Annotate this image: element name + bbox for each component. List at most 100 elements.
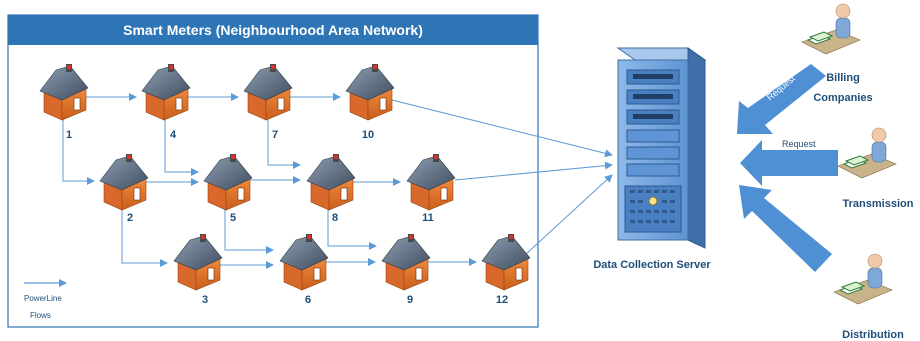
house-roof — [203, 155, 253, 191]
house-door — [415, 267, 423, 281]
legend-line1: PowerLine — [24, 294, 62, 303]
house-roof — [173, 235, 223, 271]
house-door — [277, 97, 285, 111]
panel-border — [7, 14, 539, 328]
server-vent — [654, 220, 659, 223]
flow-line — [267, 118, 301, 169]
house-roof — [141, 65, 191, 101]
paper-stack — [808, 31, 834, 42]
desk — [801, 29, 861, 55]
transmission-label: Transmission — [843, 198, 914, 210]
house-door — [133, 187, 141, 201]
meter-label: 2 — [127, 212, 133, 224]
meter-indicator-icon — [434, 155, 438, 159]
server-vent — [638, 200, 643, 203]
meter-label: 11 — [422, 212, 434, 224]
meter-indicator-icon — [169, 65, 173, 69]
legend: PowerLine Flows — [24, 279, 67, 320]
smart-meter-house-9 — [381, 234, 431, 291]
server-bay — [626, 163, 680, 177]
house-door — [313, 267, 321, 281]
request-arrows: Request Request Request — [737, 64, 838, 272]
house-door — [440, 187, 448, 201]
smart-meter-house-10 — [345, 64, 395, 121]
flow-line — [454, 161, 613, 181]
house-roof — [99, 155, 149, 191]
smart-meter-house-5 — [203, 154, 253, 211]
meter-label: 7 — [272, 129, 278, 141]
meter-label: 4 — [170, 129, 177, 141]
smart-meter-house-2 — [99, 154, 149, 211]
panel-title: Smart Meters (Neighbourhood Area Network… — [123, 22, 423, 38]
meter-indicator-icon — [271, 65, 275, 69]
server-slot — [633, 74, 673, 79]
distribution-label: Distribution — [842, 329, 904, 341]
server-vent — [662, 220, 667, 223]
meter-network-panel: Smart Meters (Neighbourhood Area Network… — [7, 14, 539, 328]
server-side — [687, 47, 706, 249]
distribution-request-arrow — [739, 185, 832, 272]
house-roof — [381, 235, 431, 271]
meter-indicator-icon — [409, 235, 413, 239]
smart-meter-house-1 — [39, 64, 89, 121]
server-vent — [630, 220, 635, 223]
data-collection-server: Data Collection Server — [593, 47, 711, 271]
smart-meter-house-6 — [279, 234, 329, 291]
paper-stack — [840, 281, 866, 292]
smart-meter-house-11 — [406, 154, 456, 211]
smart-meter-house-12 — [481, 234, 531, 291]
server-vent — [662, 200, 667, 203]
server-vent — [670, 190, 675, 193]
person-head — [871, 127, 887, 143]
house-roof — [39, 65, 89, 101]
server-slot — [633, 94, 673, 99]
meter-indicator-icon — [373, 65, 377, 69]
flow-line — [391, 99, 613, 158]
house-door — [237, 187, 245, 201]
server-label: Data Collection Server — [593, 259, 711, 271]
smart-meter-house-3 — [173, 234, 223, 291]
person-head — [835, 3, 851, 19]
house-door — [175, 97, 183, 111]
billing-label-line1: Billing — [826, 72, 860, 84]
flow-line — [327, 205, 377, 250]
house-door — [207, 267, 215, 281]
server-vent — [670, 210, 675, 213]
request-arrow-transmission: Request — [740, 139, 838, 186]
person-body — [867, 267, 883, 289]
server-vent — [646, 190, 651, 193]
server-vent — [646, 210, 651, 213]
server-vents — [630, 190, 675, 223]
meter-indicator-icon — [509, 235, 513, 239]
legend-line2: Flows — [30, 311, 51, 320]
meter-label: 3 — [202, 294, 208, 306]
transmission-person-icon — [837, 127, 897, 179]
desk — [833, 279, 893, 305]
meter-label: 8 — [332, 212, 338, 224]
server-bay — [626, 146, 680, 160]
server-bay — [626, 129, 680, 143]
house-roof — [279, 235, 329, 271]
house-roof — [406, 155, 456, 191]
server-vent — [662, 190, 667, 193]
house-roof — [306, 155, 356, 191]
server-vent — [662, 210, 667, 213]
panel-header — [8, 15, 538, 45]
server-vent — [630, 210, 635, 213]
server-vent — [654, 210, 659, 213]
house-door — [379, 97, 387, 111]
flow-line — [224, 205, 274, 254]
meter-label: 10 — [362, 129, 374, 141]
distribution-person-icon — [833, 253, 893, 305]
request-arrow-distribution: Request — [739, 185, 832, 272]
meter-label: 6 — [305, 294, 311, 306]
request-arrow-billing: Request — [737, 64, 826, 134]
flow-line — [524, 174, 613, 256]
server-vent-panel — [624, 185, 682, 233]
meter-indicator-icon — [67, 65, 71, 69]
meter-label: 5 — [230, 212, 236, 224]
server-vent — [646, 220, 651, 223]
house-door — [515, 267, 523, 281]
meter-indicator-icon — [334, 155, 338, 159]
